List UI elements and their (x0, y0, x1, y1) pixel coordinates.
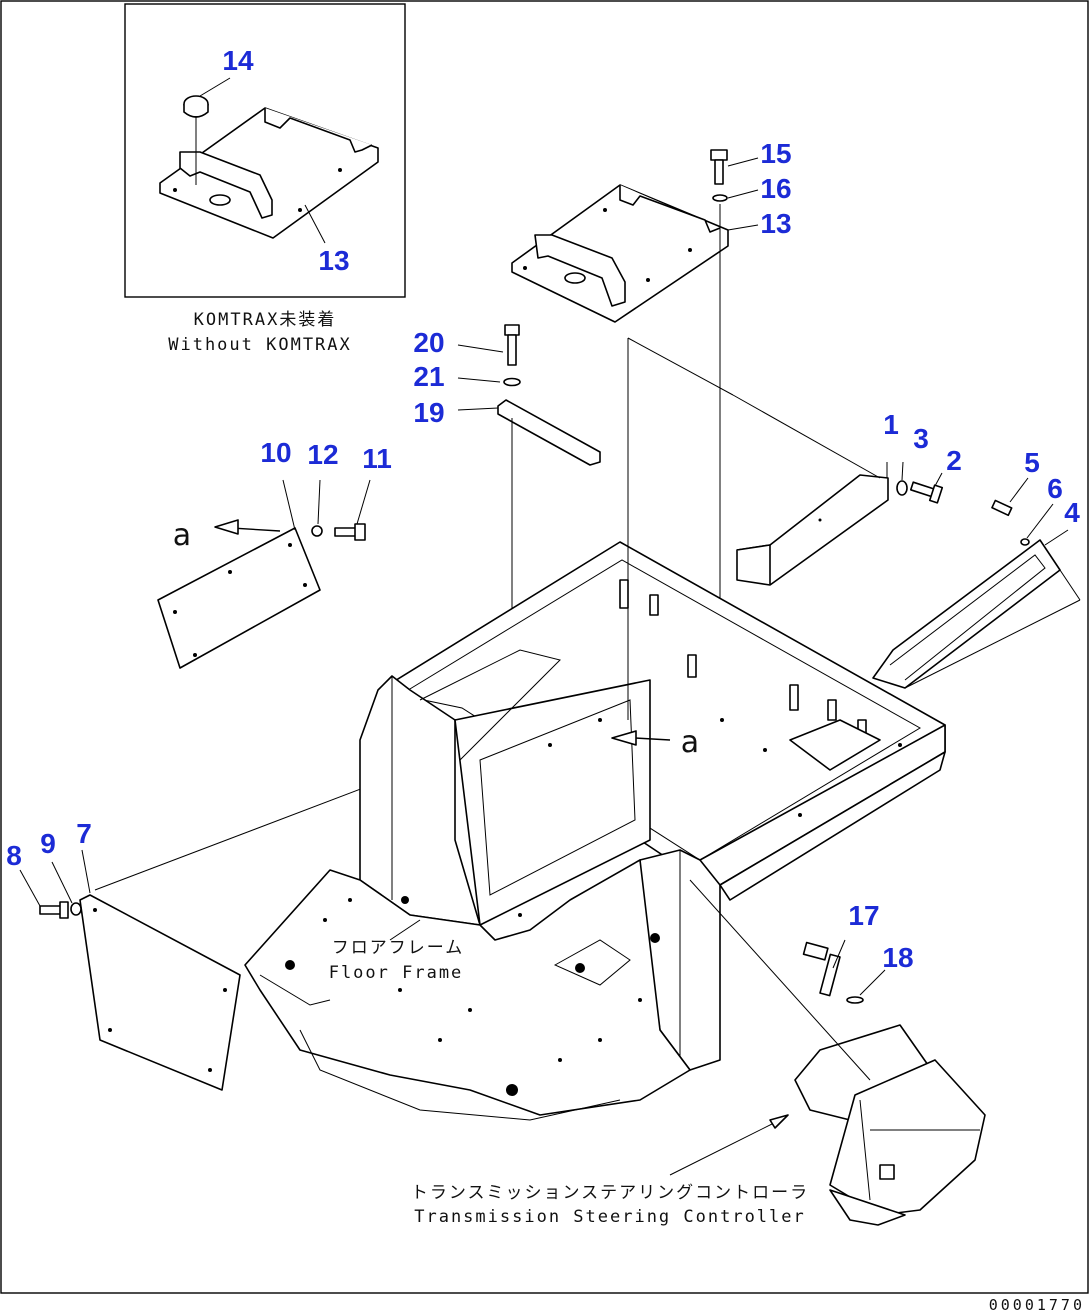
plate-1 (732, 394, 944, 586)
inset-without-komtrax (124, 3, 406, 298)
view-a-label-left: a (173, 518, 191, 553)
callout-6: 6 (1047, 473, 1063, 504)
floor-frame (244, 337, 946, 1121)
callout-18: 18 (882, 942, 913, 973)
plate-4 (872, 477, 1081, 689)
controller (669, 879, 986, 1226)
callout-4: 4 (1064, 497, 1080, 528)
callout-1: 1 (883, 409, 899, 440)
inset-label-jp: KOMTRAX未装着 (194, 310, 337, 330)
callout-9: 9 (40, 828, 56, 859)
callout-11: 11 (362, 443, 392, 474)
callout-17: 17 (848, 900, 879, 931)
callout-15: 15 (760, 138, 791, 169)
callout-7: 7 (76, 818, 92, 849)
callout-12: 12 (307, 439, 338, 470)
controller-label-jp: トランスミッションステアリングコントローラ (411, 1183, 809, 1203)
callout-8: 8 (6, 840, 22, 871)
callout-14: 14 (222, 45, 254, 76)
cover-13 (511, 149, 759, 880)
callout-21: 21 (413, 361, 444, 392)
callout-20: 20 (413, 327, 444, 358)
floor-frame-label-jp: フロアフレーム (332, 938, 465, 958)
callout-3: 3 (913, 423, 929, 454)
callout-16: 16 (760, 173, 791, 204)
callout-19: 19 (413, 397, 444, 428)
plate-10 (157, 479, 371, 669)
callout-10: 10 (260, 437, 291, 468)
floor-frame-label-en: Floor Frame (329, 963, 464, 983)
inset-label-en: Without KOMTRAX (168, 335, 352, 355)
callout-13: 13 (760, 208, 791, 239)
callout-5: 5 (1024, 447, 1040, 478)
controller-label-en: Transmission Steering Controller (414, 1207, 806, 1227)
callout-13-inset: 13 (318, 245, 349, 276)
callout-2: 2 (946, 445, 962, 476)
drawing-number: 00001770 (989, 1296, 1085, 1314)
view-a-label-center: a (681, 725, 699, 760)
